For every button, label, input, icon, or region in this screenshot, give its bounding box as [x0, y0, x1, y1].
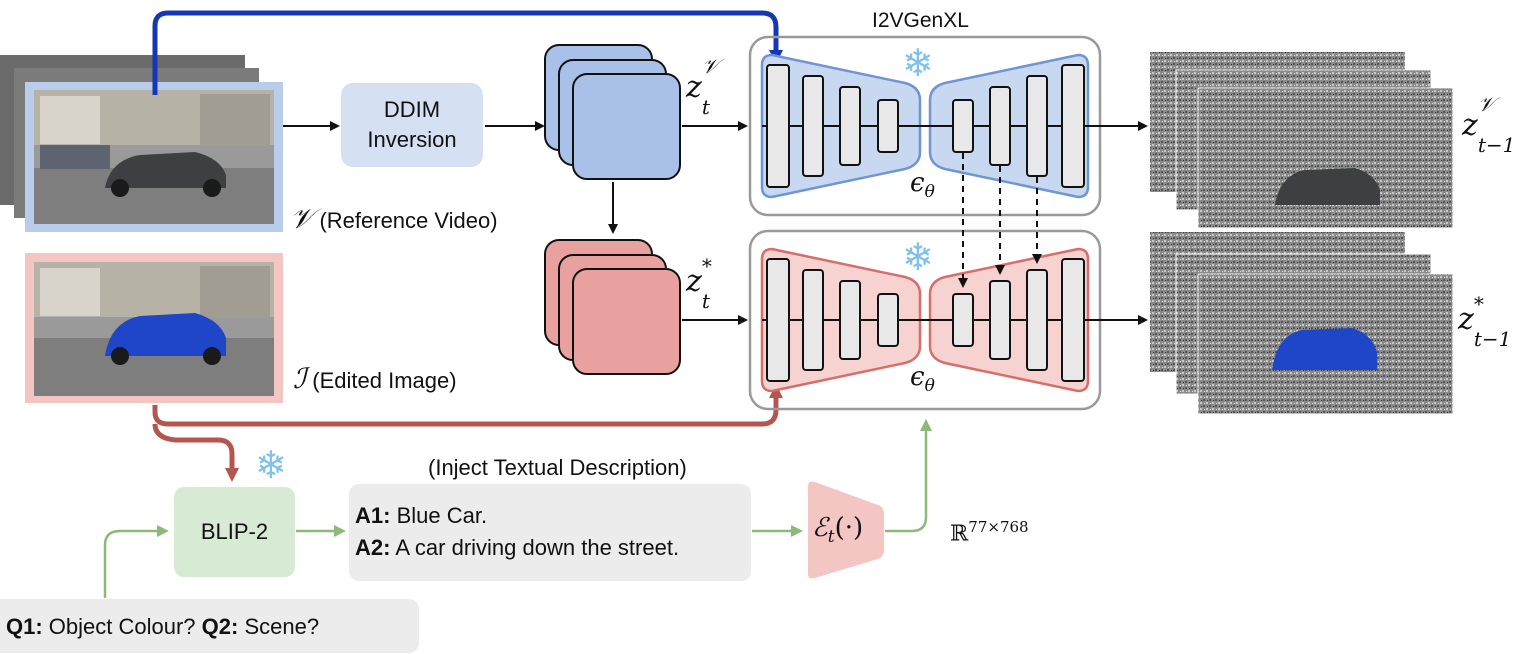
model-title: I2VGenXL [872, 9, 969, 32]
noisy-output-top [1150, 52, 1454, 229]
q2-key: Q2: [201, 614, 239, 639]
edited-image-label: ℐ (Edited Image) [293, 362, 457, 395]
edited-conditioning-arrow [152, 384, 783, 427]
questions-to-blip-arrow [103, 525, 169, 598]
text-encoder-shape [808, 481, 884, 579]
noisy-output-bottom [1150, 232, 1454, 415]
q1-text: Object Colour? [42, 614, 202, 639]
reference-video-label: 𝒱 (Reference Video) [290, 202, 498, 236]
ddim-inversion-box: DDIM Inversion [341, 83, 483, 167]
unet-bottom [760, 247, 1090, 393]
blip2-box: BLIP-2 [174, 487, 295, 577]
latent-stack-blue [544, 44, 681, 180]
attention-injection-arrows [958, 153, 1042, 288]
encoder-to-unet-arrow [885, 419, 932, 533]
inject-label: (Inject Textual Description) [428, 455, 687, 480]
ddim-line1: DDIM [383, 97, 441, 122]
eps-theta-bottom: ϵθ [910, 362, 935, 397]
reference-symbol: 𝒱 [290, 202, 314, 235]
blue-car [105, 313, 226, 356]
answer-1: A1: Blue Car. [355, 503, 488, 528]
q2-text: Scene? [238, 614, 320, 639]
frozen-snowflake-icon: ❄ [255, 443, 287, 487]
embedding-dimension: ℝ77×768 [950, 518, 1029, 547]
reference-conditioning-arrow [152, 10, 783, 95]
answers-box: A1: Blue Car. A2: A car driving down the… [349, 484, 751, 581]
edited-caption: (Edited Image) [312, 368, 457, 393]
edited-image [25, 253, 283, 403]
eps-theta-top: ϵθ [910, 168, 935, 203]
edited-to-blip-arrow [152, 423, 239, 482]
q1-key: Q1: [6, 614, 43, 639]
reference-caption: (Reference Video) [319, 208, 498, 233]
latent-zt-star: z*t [686, 254, 712, 313]
answer-2: A2: A car driving down the street. [355, 535, 680, 560]
ddim-line2: Inversion [367, 127, 457, 152]
grey-car [105, 152, 226, 188]
latent-zt-1-star: z*t−1 [1458, 292, 1512, 351]
text-encoder-label: ℰt(·) [812, 513, 864, 548]
frozen-snowflake-icon: ❄ [902, 41, 934, 85]
frozen-snowflake-icon: ❄ [902, 235, 934, 279]
reference-video-stack [0, 55, 283, 232]
latent-stack-red [544, 239, 681, 375]
edited-symbol: ℐ [293, 362, 307, 395]
unet-top [760, 53, 1090, 199]
questions-box: Q1: Object Colour? Q2: Scene? [0, 599, 419, 653]
